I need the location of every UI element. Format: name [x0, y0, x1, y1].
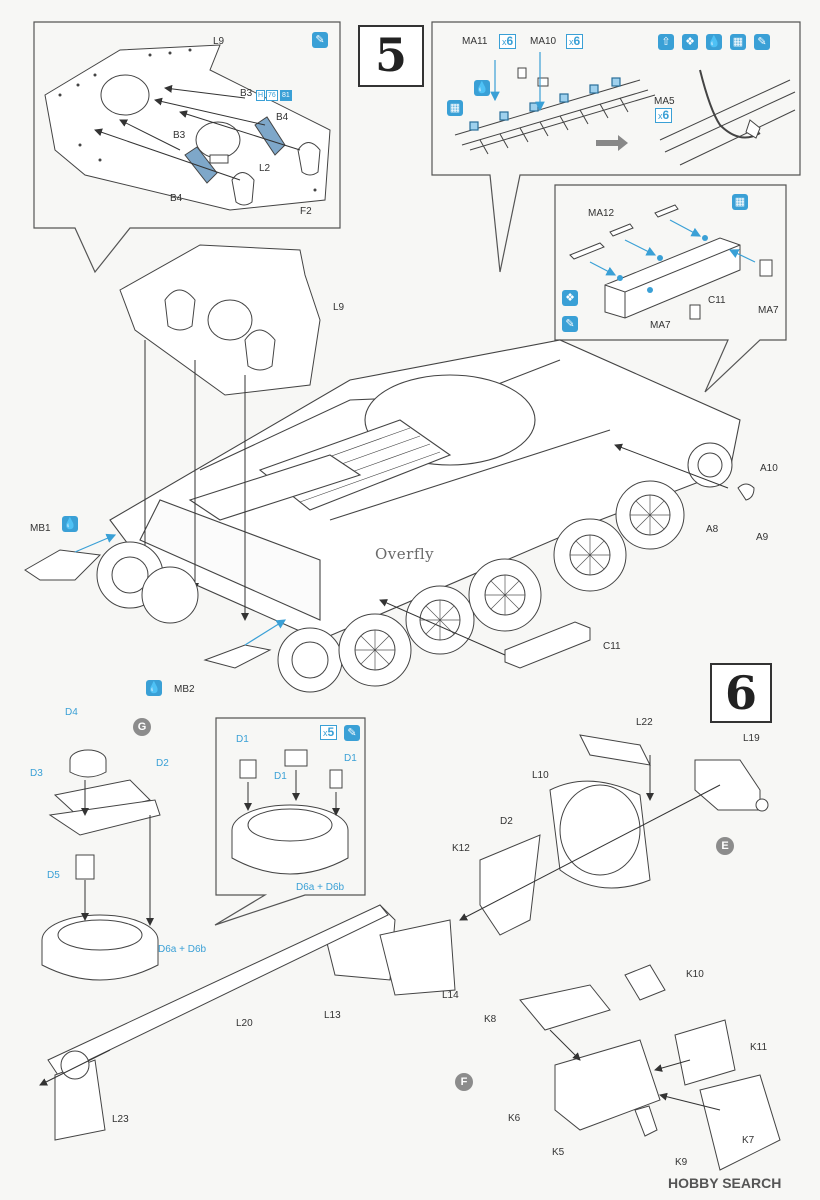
label-d2-mid: D2 [500, 816, 513, 827]
inset-track-clips [469, 77, 621, 131]
label-d5: D5 [47, 870, 60, 881]
label-l9-main: L9 [333, 302, 345, 313]
label-k7: K7 [742, 1135, 755, 1146]
mb2-plate [203, 644, 272, 669]
label-l13: L13 [324, 1010, 341, 1021]
label-k10: K10 [686, 969, 704, 980]
inset-l9-label-f2: F2 [300, 206, 312, 217]
cement-icon: ✎ [344, 725, 360, 741]
ma11-qty: x6 [499, 34, 517, 49]
label-mb1: MB1 [30, 523, 51, 534]
label-k6: K6 [508, 1113, 521, 1124]
subassembly-e: E [716, 837, 734, 855]
c11-box [504, 621, 591, 669]
label-k11: K11 [750, 1042, 768, 1053]
inset-track-ma5-detail [659, 69, 796, 166]
glue-icon: 💧 [474, 80, 490, 96]
label-d1a: D1 [236, 734, 249, 745]
inset-track-arrow [596, 135, 628, 151]
bend-icon: ⇧ [658, 34, 674, 50]
label-d6-inset: D6a + D6b [296, 882, 345, 893]
gun-assembly [47, 734, 769, 1141]
glue-icon: 💧 [62, 516, 78, 532]
breech-f [519, 964, 781, 1171]
inset-l9-frame [33, 21, 341, 274]
inset-l9-label-b3a: B3 [240, 88, 253, 99]
inset-l9-label-b4a: B4 [276, 112, 289, 123]
inset-l9-label-l2: L2 [259, 163, 271, 174]
b3-badge-h: H [256, 90, 266, 101]
a-parts [737, 483, 755, 501]
hobby-search-logo: HOBBY SEARCH [668, 1175, 782, 1191]
label-d1c: D1 [344, 753, 357, 764]
step-6-number: 6 [710, 663, 772, 723]
hull [109, 339, 741, 641]
label-ma7a: MA7 [758, 305, 779, 316]
label-ma5: MA5 [654, 96, 675, 107]
label-ma10: MA10 [530, 36, 557, 47]
inset-track-rails [454, 79, 656, 155]
label-c11-main: C11 [603, 641, 621, 652]
step-5-number: 5 [358, 25, 424, 87]
drill-icon: ❖ [562, 290, 578, 306]
label-l14: L14 [442, 990, 459, 1001]
label-l10: L10 [532, 770, 549, 781]
rear-plate-l9 [119, 244, 321, 396]
photoetch-icon: ▦ [447, 100, 463, 116]
inset-l9-label-b4b: B4 [170, 193, 183, 204]
subassembly-f: F [455, 1073, 473, 1091]
subassembly-g: G [133, 718, 151, 736]
inset-d1-ring [231, 749, 349, 875]
label-k8: K8 [484, 1014, 497, 1025]
label-d4: D4 [65, 707, 78, 718]
inset-l9-label-l9: L9 [213, 36, 225, 47]
ma10-qty: x6 [566, 34, 584, 49]
inset-l9-label-b3b: B3 [173, 130, 186, 141]
glue-icon: 💧 [706, 34, 722, 50]
label-l23: L23 [112, 1114, 129, 1125]
label-l19: L19 [743, 733, 760, 744]
photoetch-icon: ▦ [732, 194, 748, 210]
label-ma11: MA11 [462, 36, 488, 47]
label-l22: L22 [636, 717, 653, 728]
inset-l9-arrows [94, 84, 301, 181]
label-a9: A9 [756, 532, 769, 543]
label-k5: K5 [552, 1147, 565, 1158]
inset-track-frame [431, 21, 801, 273]
photoetch-icon: ▦ [730, 34, 746, 50]
inset-d1-frame [214, 717, 366, 926]
label-l20: L20 [236, 1018, 253, 1029]
label-d2-left: D2 [156, 758, 169, 769]
rear-plate-drop-lines [141, 340, 249, 621]
label-d1b: D1 [274, 771, 287, 782]
mb1-plate [24, 549, 102, 581]
cupola-g [41, 749, 161, 981]
label-d6-left: D6a + D6b [158, 944, 207, 955]
d1-qty: x5 [320, 725, 338, 740]
cement-icon: ✎ [562, 316, 578, 332]
label-ma12: MA12 [588, 208, 615, 219]
label-k9: K9 [675, 1157, 688, 1168]
inset-l9-rivets [58, 48, 317, 192]
label-d3: D3 [30, 768, 43, 779]
inset-l9-plate [44, 44, 331, 211]
glue-icon: 💧 [146, 680, 162, 696]
label-mb2: MB2 [174, 684, 195, 695]
b3-badge-81: 81 [280, 90, 292, 101]
label-k12: K12 [452, 843, 470, 854]
wheel-spokes [355, 495, 670, 670]
inset-box-body [569, 204, 773, 320]
inset-box-frame [554, 184, 787, 393]
label-c11-inset: C11 [708, 295, 726, 306]
label-a10: A10 [760, 463, 778, 474]
drill-icon: ❖ [682, 34, 698, 50]
cement-icon: ✎ [312, 32, 328, 48]
label-ma7b: MA7 [650, 320, 671, 331]
label-a8: A8 [706, 524, 719, 535]
cement-icon: ✎ [754, 34, 770, 50]
ma5-qty: x6 [655, 108, 673, 123]
watermark: Overfly [375, 545, 435, 563]
b3-badge-76: 76 [266, 90, 278, 101]
